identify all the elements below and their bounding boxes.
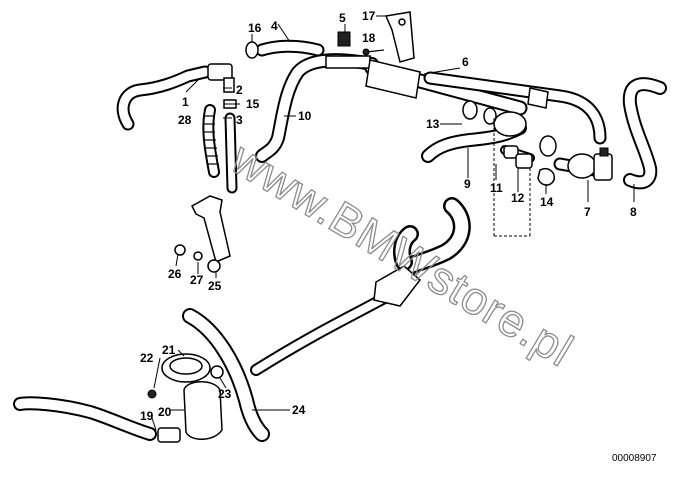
valve-5	[337, 31, 351, 47]
callout-17: 17	[362, 9, 376, 23]
hose-end-13	[462, 100, 478, 120]
callout-28: 28	[178, 113, 192, 127]
tee-5	[325, 55, 371, 69]
connector-19	[157, 427, 181, 443]
callout-9: 9	[464, 177, 471, 191]
callout-3: 3	[236, 113, 243, 127]
callout-14: 14	[540, 195, 554, 209]
callout-23: 23	[218, 387, 232, 401]
bracket-17	[384, 11, 415, 63]
fitting-9	[539, 135, 557, 157]
callout-19: 19	[140, 409, 154, 423]
callout-4: 4	[271, 19, 278, 33]
tee-connector	[207, 63, 233, 81]
callout-15: 15	[246, 97, 260, 111]
callout-11: 11	[490, 181, 503, 195]
clamp-16	[245, 41, 259, 59]
callout-24: 24	[292, 403, 306, 417]
bracket-25	[191, 195, 231, 264]
callout-6: 6	[462, 55, 469, 69]
callout-22: 22	[140, 351, 154, 365]
junction-block	[373, 265, 422, 307]
callout-7: 7	[584, 205, 591, 219]
screw-22	[147, 389, 157, 399]
leaders	[151, 15, 635, 431]
callout-18: 18	[362, 31, 376, 45]
bolt-26	[174, 244, 186, 256]
fitting-12	[515, 153, 533, 169]
fitting-11	[503, 145, 519, 159]
callout-12: 12	[511, 191, 525, 205]
callout-2: 2	[236, 83, 243, 97]
clamp-6	[527, 87, 549, 109]
guide-lines	[493, 118, 531, 237]
components	[147, 11, 613, 443]
callout-16: 16	[248, 21, 262, 35]
hose-1	[116, 65, 212, 131]
callout-25: 25	[208, 279, 222, 293]
pump-20	[183, 381, 223, 440]
callout-13: 13	[426, 117, 440, 131]
callout-20: 20	[158, 405, 172, 419]
nut-25	[207, 259, 221, 273]
valve-body	[493, 111, 527, 137]
washer-27	[193, 251, 203, 261]
callout-labels: 1 2 3 4 5 6 7 8 9 10 11 12 13 14 15 16 1…	[140, 9, 637, 423]
fitting-14	[537, 168, 556, 186]
callout-5: 5	[339, 11, 346, 25]
callout-8: 8	[630, 205, 637, 219]
callout-1: 1	[182, 95, 189, 109]
valve-7	[567, 153, 597, 179]
pipe-block-6	[365, 59, 421, 99]
callout-21: 21	[162, 343, 176, 357]
callout-26: 26	[168, 267, 182, 281]
callout-27: 27	[190, 273, 204, 287]
reference-number: 00008907	[612, 453, 657, 464]
tee-stub	[223, 77, 235, 93]
callout-10: 10	[298, 109, 312, 123]
oring-23	[210, 365, 224, 379]
corrugations	[203, 115, 219, 165]
